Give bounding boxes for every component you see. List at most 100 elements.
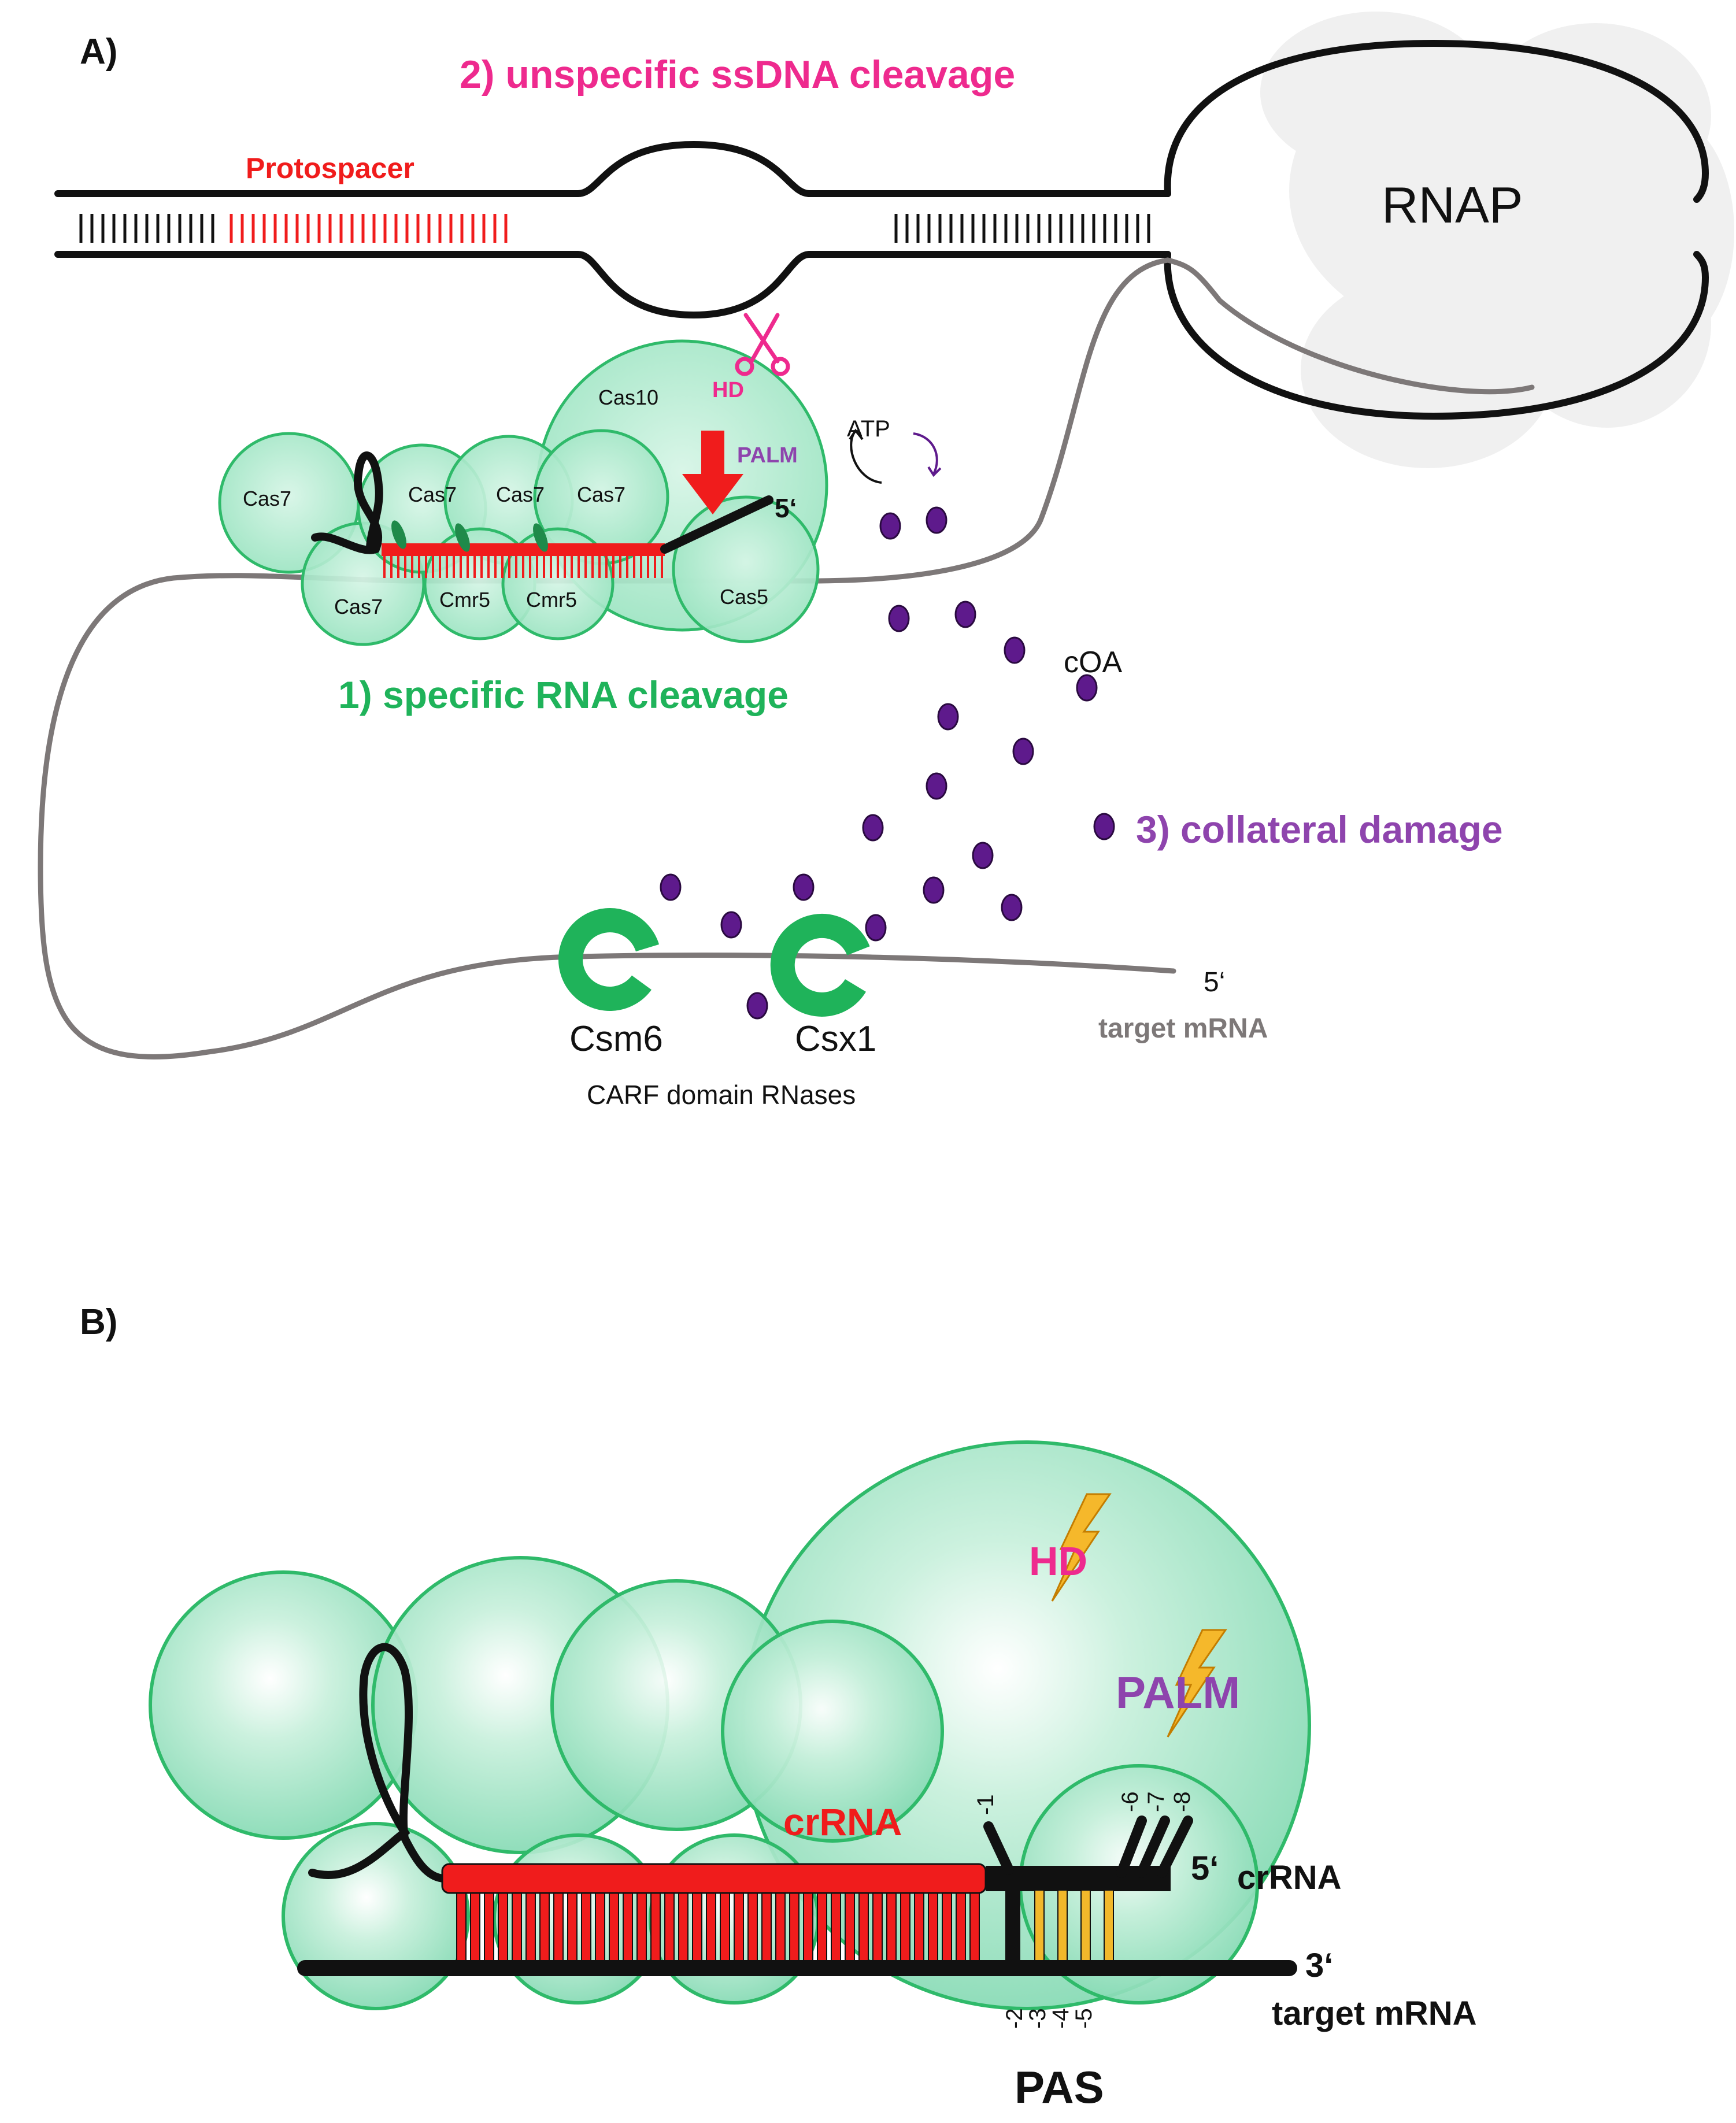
coa-label: cOA [1064, 646, 1122, 679]
minus6-label: -6 [1117, 1791, 1143, 1812]
ssdna-cleavage-label: 2) unspecific ssDNA cleavage [460, 53, 1015, 97]
base-pair-tick [650, 1889, 661, 1966]
carf-label: CARF domain RNases [587, 1080, 856, 1110]
base-pair-tick [581, 1889, 591, 1966]
base-pair-tick [484, 1889, 494, 1966]
coa-dot [926, 772, 947, 800]
coa-dot [888, 605, 910, 632]
base-pair-tick [914, 1889, 924, 1966]
dna-duplex [54, 39, 1709, 420]
base-pair-tick [553, 1889, 564, 1966]
dna-base-pairs [79, 214, 1150, 243]
atp-label: ATP [847, 416, 890, 442]
crrna-duplex-a [311, 451, 773, 578]
base-pair-tick [845, 1889, 855, 1966]
cmr5-label-1: Cmr5 [439, 588, 490, 612]
target-mrna-strand [38, 257, 1535, 1059]
pas-tag-nucleotide [1034, 1889, 1045, 1963]
base-pair-tick [720, 1889, 730, 1966]
base-pair-tick [969, 1889, 980, 1966]
dna-top-strand [54, 140, 1171, 197]
protospacer-label: Protospacer [246, 152, 414, 184]
base-pair-tick [900, 1889, 910, 1966]
cmr5-label-2: Cmr5 [526, 588, 577, 612]
minus1-label: -1 [973, 1794, 998, 1815]
coa-dot [793, 873, 815, 901]
base-pair-tick [789, 1889, 799, 1966]
hd-label: HD [712, 378, 744, 402]
coa-dot [926, 506, 947, 534]
base-pair-tick [747, 1889, 758, 1966]
cas10-label: Cas10 [598, 386, 658, 409]
coa-dot [972, 842, 994, 869]
cas7-label-2: Cas7 [408, 483, 457, 506]
crrna-label-b: crRNA [783, 1800, 902, 1843]
coa-dot [923, 876, 945, 904]
coa-dot [865, 914, 887, 942]
crrna-end-label: crRNA [1237, 1859, 1342, 1896]
csm6-rnase [558, 908, 660, 1011]
cas7-label-5: Cas7 [334, 595, 383, 618]
cas5-subunit [672, 495, 820, 643]
pas-label: PAS [1015, 2062, 1104, 2113]
pas-tag-nucleotide [1057, 1889, 1068, 1963]
csm6-label: Csm6 [569, 1019, 663, 1059]
base-pair-tick [609, 1889, 619, 1966]
panel-b: B) HD PALM [80, 1302, 1477, 2113]
base-pair-tick [692, 1889, 702, 1966]
five-prime-mrna-label: 5‘ [1204, 967, 1225, 998]
base-pair-tick [734, 1889, 744, 1966]
three-prime-label-b: 3‘ [1305, 1947, 1333, 1984]
panel-a: A) Protospacer 2) unspecific ssDNA cleav… [38, 12, 1734, 1110]
base-pair-tick [678, 1889, 689, 1966]
cas7-label-4: Cas7 [577, 483, 625, 506]
pas-tag-nucleotide [1104, 1889, 1114, 1963]
base-pair-tick [595, 1889, 605, 1966]
crrna-target-duplex [297, 1816, 1297, 1976]
base-pair-tick [803, 1889, 813, 1966]
coa-dot [879, 512, 901, 540]
atp-cycle-arrows [849, 428, 942, 484]
coa-dot [1012, 738, 1034, 765]
coa-dot [954, 601, 976, 628]
cas7-label-1: Cas7 [243, 487, 291, 510]
csx1-rnase [770, 913, 870, 1017]
dna-bottom-strand [54, 251, 1171, 319]
crrna-bar [441, 1863, 987, 1894]
base-pair-tick [956, 1889, 966, 1966]
base-pair-tick [470, 1889, 480, 1966]
base-pair-tick [942, 1889, 952, 1966]
coa-dot [1093, 813, 1115, 840]
hd-label-b: HD [1029, 1539, 1087, 1584]
panel-a-label: A) [80, 32, 117, 72]
base-pair-tick [567, 1889, 578, 1966]
crrna-hairpin [308, 1643, 449, 1883]
cas5-label: Cas5 [720, 585, 768, 609]
base-pair-tick [456, 1889, 467, 1966]
minus3-label: -3 [1025, 2008, 1050, 2029]
coa-dot [862, 814, 884, 842]
base-pair-tick [664, 1889, 675, 1966]
minus2-label: -2 [1002, 2008, 1027, 2029]
minus7-label: -7 [1143, 1791, 1169, 1812]
base-pair-tick [858, 1889, 869, 1966]
rnap-label: RNAP [1382, 176, 1523, 234]
pas-tag-nucleotide [1080, 1889, 1091, 1963]
coa-dot [746, 992, 768, 1020]
cas7-label-3: Cas7 [496, 483, 545, 506]
palm-label: PALM [737, 443, 798, 468]
base-pair-tick [761, 1889, 772, 1966]
coa-dot [1004, 636, 1026, 664]
csx1-label: Csx1 [795, 1019, 876, 1059]
rnap-cloud [1260, 12, 1734, 468]
five-prime-label-b: 5‘ [1191, 1850, 1219, 1887]
coa-dot [720, 911, 742, 939]
coa-dot [1001, 894, 1023, 921]
base-pair-tick [525, 1889, 536, 1966]
base-pair-tick [886, 1889, 897, 1966]
panel-b-label: B) [80, 1302, 117, 1342]
palm-label-b: PALM [1116, 1667, 1240, 1718]
base-pair-tick [623, 1889, 633, 1966]
scissors-icon [735, 313, 790, 376]
